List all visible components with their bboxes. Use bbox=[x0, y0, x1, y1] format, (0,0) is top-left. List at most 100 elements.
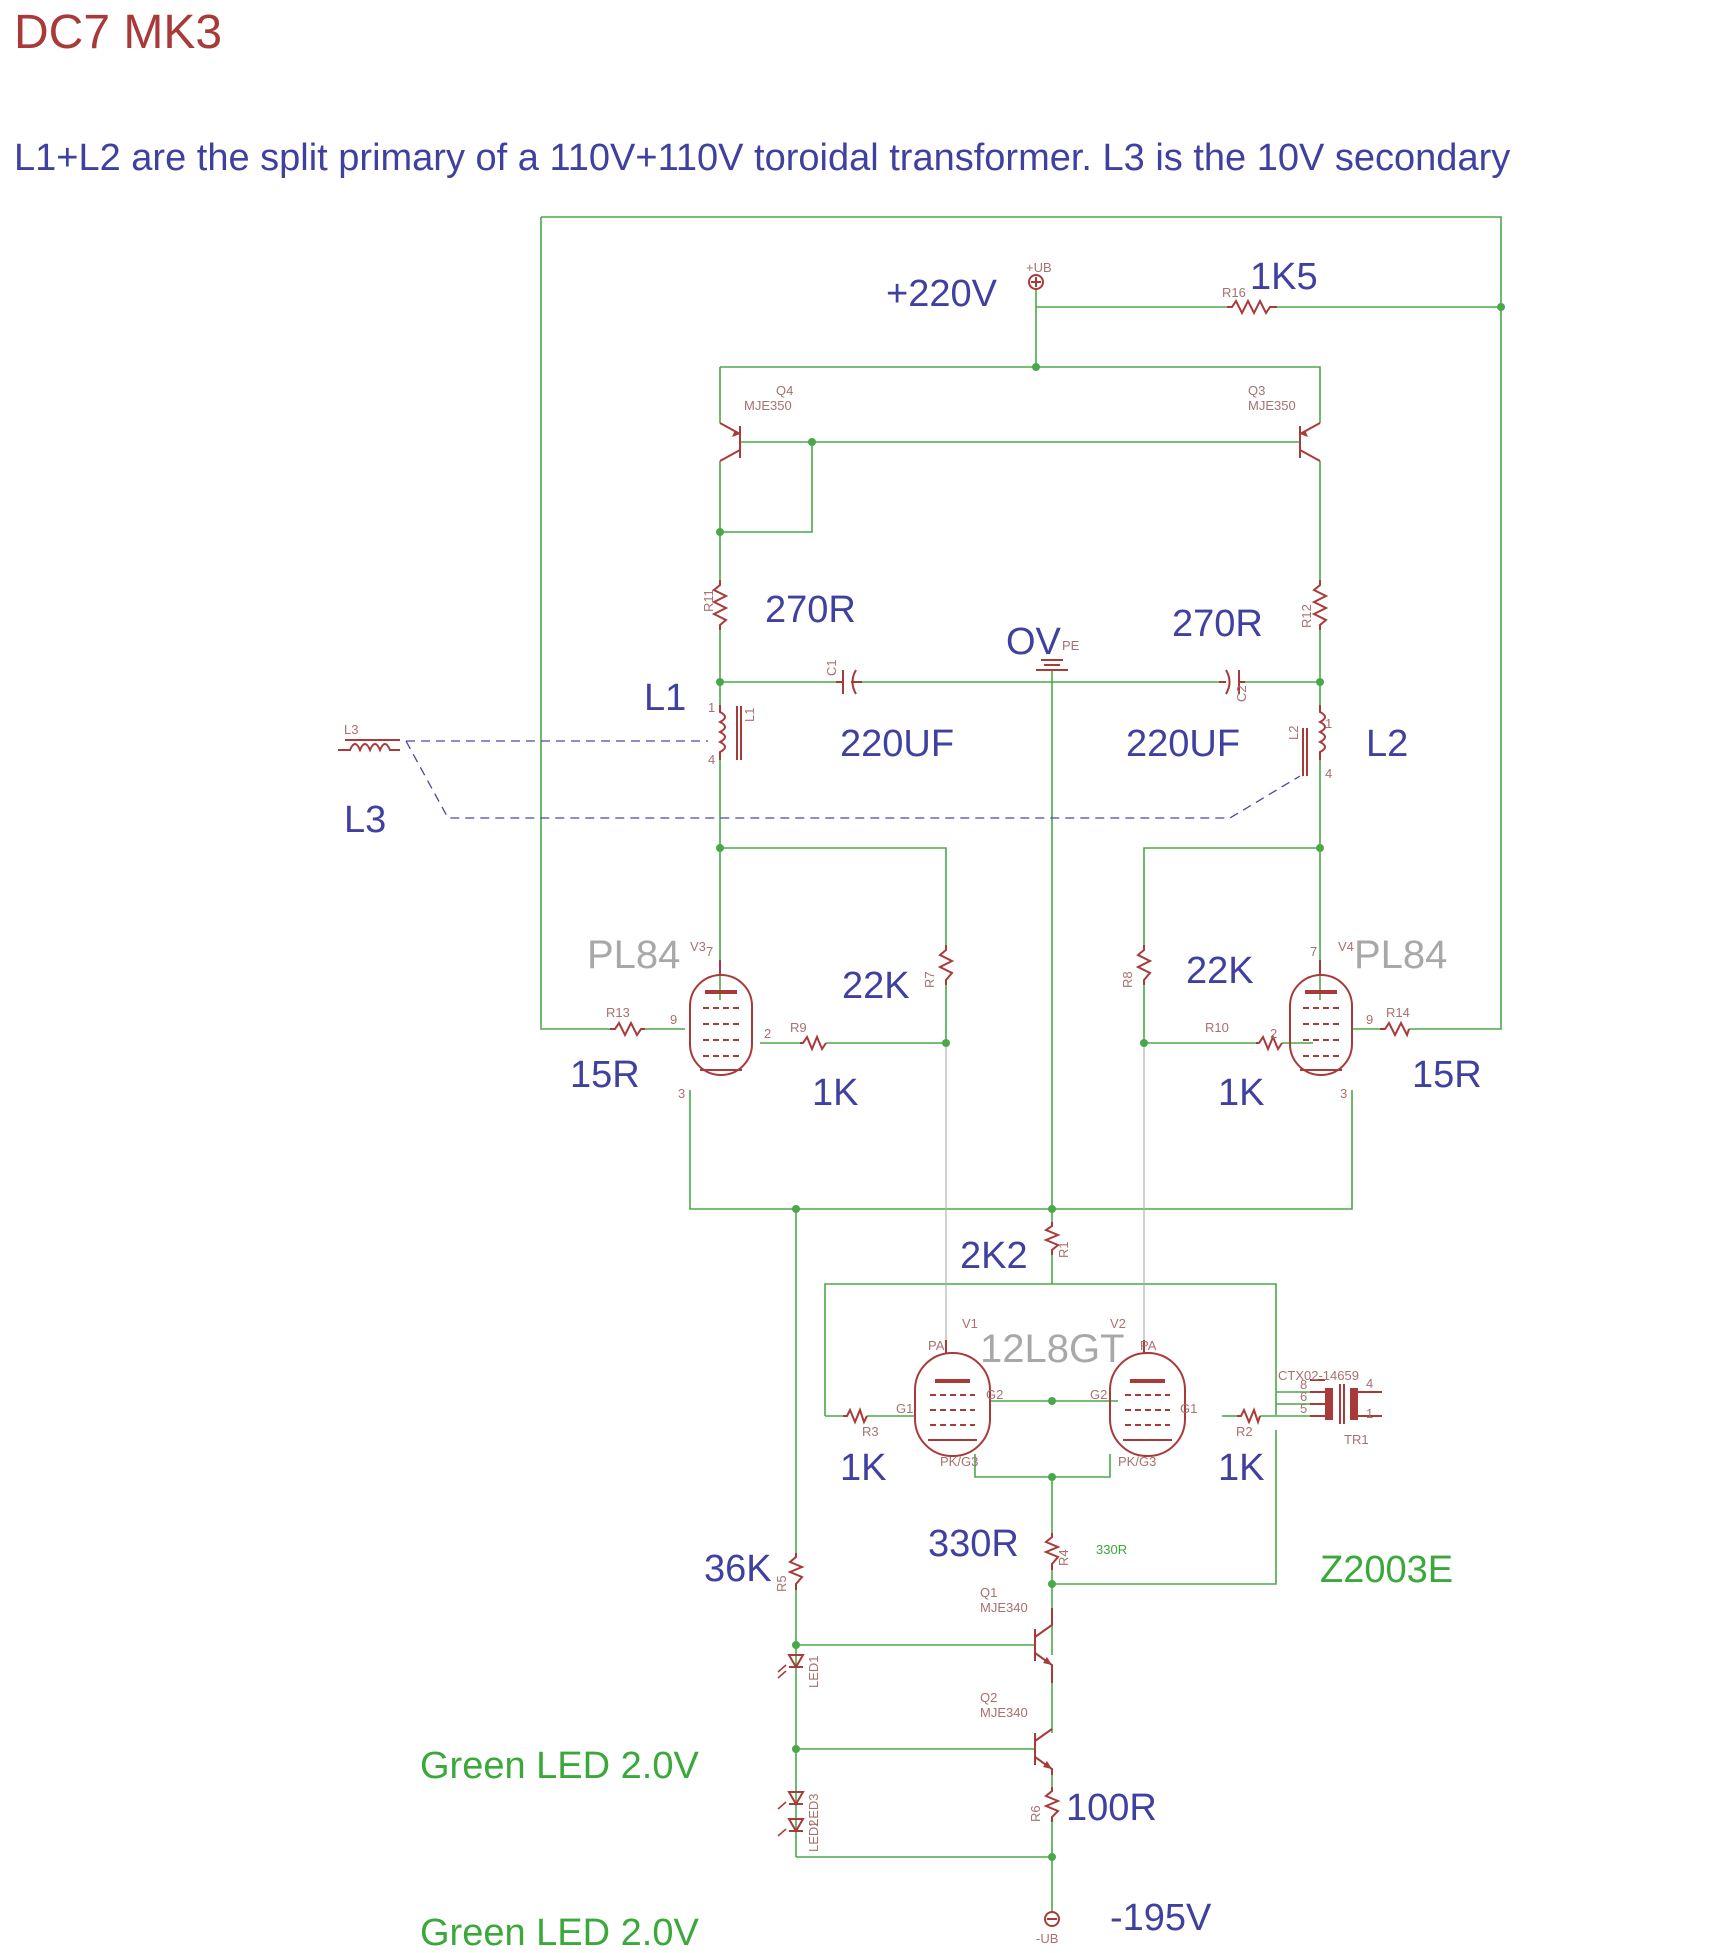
c1-value: 220UF bbox=[840, 723, 954, 765]
ground-label: OV bbox=[1006, 621, 1062, 663]
v4-pin3: 3 bbox=[1340, 1086, 1347, 1101]
led1-ref: LED1 bbox=[806, 1655, 821, 1688]
l2-ref: L2 bbox=[1286, 726, 1301, 740]
r1-ref: R1 bbox=[1056, 1241, 1071, 1258]
v1-g1-label: G1 bbox=[896, 1401, 913, 1416]
positive-supply-symbol bbox=[1028, 274, 1044, 290]
transformer-pin5: 5 bbox=[1300, 1401, 1307, 1416]
l3-ref: L3 bbox=[344, 722, 358, 737]
c1-ref: C1 bbox=[824, 659, 839, 676]
transistor-q1 bbox=[1034, 1608, 1053, 1683]
r16-ref: R16 bbox=[1222, 285, 1246, 300]
v3-pin7: 7 bbox=[706, 944, 713, 959]
v4-pin7: 7 bbox=[1310, 944, 1317, 959]
transistor-q3 bbox=[1299, 422, 1321, 462]
l1-label: L1 bbox=[644, 677, 686, 719]
resistor-r6 bbox=[1043, 1787, 1061, 1822]
r3-value: 1K bbox=[840, 1447, 886, 1489]
transistor-q4 bbox=[719, 422, 741, 462]
v3-pin2: 2 bbox=[764, 1026, 771, 1041]
transformer-pin1: 1 bbox=[1366, 1406, 1373, 1421]
resistor-r9 bbox=[800, 1034, 827, 1052]
r9-ref: R9 bbox=[790, 1020, 807, 1035]
v2-g2-label: G2 bbox=[1090, 1387, 1107, 1402]
r5-value: 36K bbox=[704, 1548, 772, 1590]
tube-v1 bbox=[914, 1340, 991, 1457]
v2-pa-label: PA bbox=[1140, 1338, 1157, 1353]
r1-value: 2K2 bbox=[960, 1235, 1028, 1277]
l3-coupling-line bbox=[405, 740, 1301, 819]
negative-supply-ref: -UB bbox=[1036, 1931, 1058, 1946]
transformer-part: CTX02-14659 bbox=[1278, 1368, 1359, 1383]
v2-ref: V2 bbox=[1110, 1316, 1126, 1331]
r13-ref: R13 bbox=[606, 1005, 630, 1020]
negative-supply-symbol bbox=[1044, 1911, 1060, 1927]
resistor-r5 bbox=[787, 1553, 805, 1590]
ground-symbol bbox=[1036, 659, 1068, 671]
v3-pin9: 9 bbox=[670, 1012, 677, 1027]
junction-dots bbox=[716, 303, 1505, 1861]
inductor-l1 bbox=[717, 705, 742, 760]
ground-ref: PE bbox=[1062, 638, 1080, 653]
resistor-r10 bbox=[1256, 1034, 1283, 1052]
v4-type: PL84 bbox=[1354, 933, 1447, 977]
r2-value: 1K bbox=[1218, 1447, 1264, 1489]
v3-pin3: 3 bbox=[678, 1086, 685, 1101]
r7-ref: R7 bbox=[922, 971, 937, 988]
r13-value: 15R bbox=[570, 1054, 640, 1096]
r16-value: 1K5 bbox=[1250, 256, 1318, 298]
l1-ref: L1 bbox=[742, 708, 757, 722]
l1-pin4: 4 bbox=[708, 752, 715, 767]
r10-ref: R10 bbox=[1205, 1020, 1229, 1035]
q3-ref: Q3 bbox=[1248, 383, 1265, 398]
resistor-r3 bbox=[843, 1407, 868, 1425]
resistor-r16 bbox=[1227, 298, 1277, 316]
positive-supply-ref: +UB bbox=[1026, 260, 1052, 275]
r6-value: 100R bbox=[1066, 1787, 1157, 1829]
v3-ref: V3 bbox=[690, 939, 706, 954]
q1-ref: Q1 bbox=[980, 1585, 997, 1600]
led2-ref: LED2 bbox=[806, 1819, 821, 1852]
capacitor-c2 bbox=[1219, 669, 1245, 695]
resistor-r2 bbox=[1237, 1407, 1261, 1426]
led3-ref: LED3 bbox=[806, 1793, 821, 1826]
r2-ref: R2 bbox=[1236, 1424, 1253, 1439]
v1-pa-label: PA bbox=[928, 1338, 945, 1353]
v3-type: PL84 bbox=[587, 933, 680, 977]
v2-g1-label: G1 bbox=[1180, 1401, 1197, 1416]
l2-pin4: 4 bbox=[1325, 766, 1332, 781]
c2-ref: C2 bbox=[1234, 685, 1249, 702]
resistor-r13 bbox=[610, 1020, 645, 1038]
transistor-q2 bbox=[1034, 1728, 1053, 1775]
resistor-r7 bbox=[937, 945, 955, 985]
wiring bbox=[540, 216, 1502, 1912]
r8-value: 22K bbox=[1186, 950, 1254, 992]
q2-part: MJE340 bbox=[980, 1705, 1028, 1720]
inductor-l3 bbox=[338, 739, 400, 753]
capacitor-c1 bbox=[836, 669, 862, 695]
v4-pin2: 2 bbox=[1270, 1026, 1277, 1041]
r7-value: 22K bbox=[842, 965, 910, 1007]
q4-part: MJE350 bbox=[744, 398, 792, 413]
zener-label: Z2003E bbox=[1320, 1549, 1453, 1591]
tube-v3 bbox=[689, 960, 753, 1076]
l2-pin1: 1 bbox=[1325, 716, 1332, 731]
resistor-r1 bbox=[1043, 1222, 1061, 1255]
transformer-ref: TR1 bbox=[1344, 1432, 1369, 1447]
q3-part: MJE350 bbox=[1248, 398, 1296, 413]
r11-ref: R11 bbox=[701, 589, 716, 612]
r6-ref: R6 bbox=[1028, 1805, 1043, 1822]
resistor-r8 bbox=[1135, 945, 1153, 985]
l2-label: L2 bbox=[1366, 723, 1408, 765]
l3-label: L3 bbox=[344, 799, 386, 841]
v1-ref: V1 bbox=[962, 1316, 978, 1331]
transformer-pin8: 8 bbox=[1300, 1377, 1307, 1392]
r12-value: 270R bbox=[1172, 603, 1263, 645]
negative-supply-label: -195V bbox=[1110, 1897, 1212, 1939]
r10-value: 1K bbox=[1218, 1072, 1264, 1114]
r11-value: 270R bbox=[765, 589, 856, 631]
r14-ref: R14 bbox=[1386, 1005, 1410, 1020]
resistor-r11 bbox=[711, 580, 729, 630]
v4-pin9: 9 bbox=[1366, 1012, 1373, 1027]
